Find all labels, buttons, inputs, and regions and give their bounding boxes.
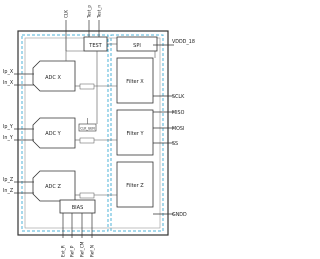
filter-y-label: Filter Y (126, 131, 144, 137)
adc-x-block (32, 60, 76, 92)
pin-ip-y: Ip_Y (3, 124, 13, 130)
bottom-pin-stubs (62, 213, 93, 238)
pin-ss: SS (172, 141, 178, 147)
left-pin-stubs (14, 73, 34, 194)
bias-label: BIAS (72, 205, 84, 211)
adc-z-aux-block (79, 192, 95, 199)
pin-test-n: Test_n (97, 5, 102, 19)
right-pin-stubs (153, 44, 174, 215)
pin-gndd: GNDD (172, 212, 187, 218)
adc-x-aux-block (79, 83, 95, 90)
pin-vddd-18: VDDD_18 (172, 39, 195, 45)
clk-gen-label: CLK_GEN (80, 127, 95, 131)
top-pin-stubs (65, 20, 100, 51)
pin-mosi: MOSI (172, 126, 184, 132)
adc-x-label: ADC X (45, 75, 61, 81)
internal-wires (65, 43, 156, 196)
pin-in-y: In_Y (3, 135, 13, 141)
filter-x-block (116, 57, 154, 104)
filter-z-block (116, 161, 154, 208)
pin-ref-n: Ref_N (90, 245, 95, 257)
filter-z-label: Filter Z (126, 183, 144, 189)
pin-ext-r: Ext_R (61, 245, 66, 257)
pin-clk: CLK (64, 10, 69, 18)
digital-domain-boundary (110, 34, 164, 232)
filter-x-label: Filter X (126, 79, 144, 85)
spi-label: SPI (133, 43, 141, 49)
filter-y-block (116, 109, 154, 156)
adc-y-aux-block (79, 137, 95, 144)
adc-y-label: ADC Y (45, 131, 61, 137)
pin-ip-x: Ip_X (3, 69, 14, 75)
pin-ref-cm: Ref_CM (80, 241, 85, 257)
adc-z-label: ADC Z (45, 184, 61, 190)
analog-domain-boundary (21, 34, 109, 232)
pin-miso: MISO (172, 110, 185, 116)
bias-block (59, 199, 96, 214)
adc-y-block (32, 117, 76, 149)
chip-block-diagram: TEST SPI ADC X ADC Y CLK_GEN ADC Z Filte… (3, 5, 195, 257)
pin-in-z: In_Z (3, 188, 14, 194)
pin-ip-z: Ip_Z (3, 177, 14, 183)
diagram-canvas: TEST SPI ADC X ADC Y CLK_GEN ADC Z Filte… (3, 5, 195, 257)
pin-ref-p: Ref_P (70, 245, 75, 257)
pin-test-p: Test_p (87, 5, 92, 19)
test-label: TEST (88, 43, 102, 49)
pin-in-x: In_X (3, 80, 14, 86)
pin-sclk: SCLK (172, 94, 185, 100)
